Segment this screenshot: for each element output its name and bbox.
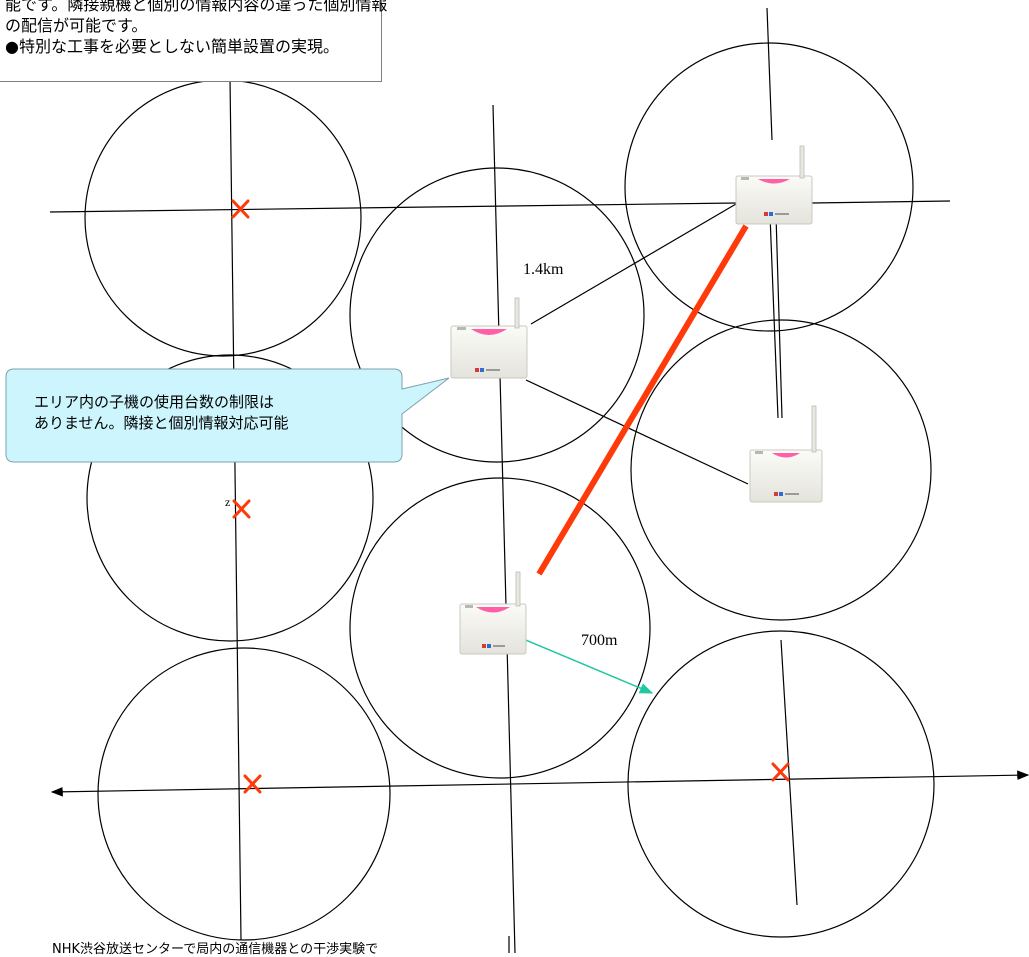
- small-z-mark: z: [225, 495, 231, 509]
- coverage-circle-right-top: [624, 42, 914, 332]
- top-note-line-2: の配信が可能です。: [5, 16, 148, 35]
- distance-label-700m: 700m: [581, 632, 618, 649]
- relay-link-line: [536, 224, 749, 576]
- distance-arrow-700m: [507, 632, 654, 694]
- vertical-axis-right: [780, 639, 798, 906]
- footer-caption: NHK渋谷放送センターで局内の通信機器との干渉実験で: [52, 942, 379, 957]
- callout-text: エリア内の子機の使用台数の制限は ありません。隣接と個別情報対応可能: [34, 392, 364, 434]
- vertical-axis-right-top: [766, 7, 773, 141]
- base-station-device-center: [450, 297, 528, 379]
- callout-bubble: [5, 368, 450, 463]
- cross-mark-right-bottom: [771, 762, 790, 782]
- vertical-axis-center: [492, 104, 516, 953]
- callout-line-1: エリア内の子機の使用台数の制限は: [34, 393, 275, 411]
- coverage-circle-left-top: [84, 79, 362, 357]
- top-note-line-1: 能です。隣接親機と個別の情報内容の違った個別情報: [5, 0, 388, 14]
- vertical-line-right-b: [775, 214, 783, 419]
- horizontal-line-top: [49, 202, 737, 213]
- vertical-axis-left: [228, 0, 242, 941]
- top-note-line-3: ●特別な工事を必要としない簡単設置の実現。: [5, 37, 339, 56]
- base-station-device-top-right: [735, 145, 813, 225]
- link-line-center-to-right: [525, 379, 749, 485]
- coverage-circle-left-middle: [86, 354, 374, 642]
- link-line-1-4km: [530, 203, 737, 325]
- coverage-circle-right-bottom: [627, 630, 935, 938]
- base-station-device-right: [749, 405, 823, 503]
- cross-mark-left-middle: [232, 499, 251, 519]
- coverage-circle-right-middle: [630, 319, 932, 621]
- cross-mark-left-bottom: [243, 774, 262, 794]
- base-station-device-bottom: [459, 571, 527, 655]
- horizontal-arrow-axis: [50, 770, 1029, 797]
- horizontal-line-top-right: [811, 200, 951, 204]
- coverage-circle-left-bottom: [97, 647, 391, 941]
- callout-line-2: ありません。隣接と個別情報対応可能: [34, 414, 289, 432]
- distance-label-1-4km: 1.4km: [523, 261, 564, 278]
- top-note-box: 能です。隣接親機と個別の情報内容の違った個別情報 の配信が可能です。 ●特別な工…: [0, 0, 388, 82]
- vertical-line-right-a: [769, 214, 779, 419]
- coverage-circle-center-top: [349, 167, 645, 463]
- cross-mark-left-top: [231, 199, 250, 219]
